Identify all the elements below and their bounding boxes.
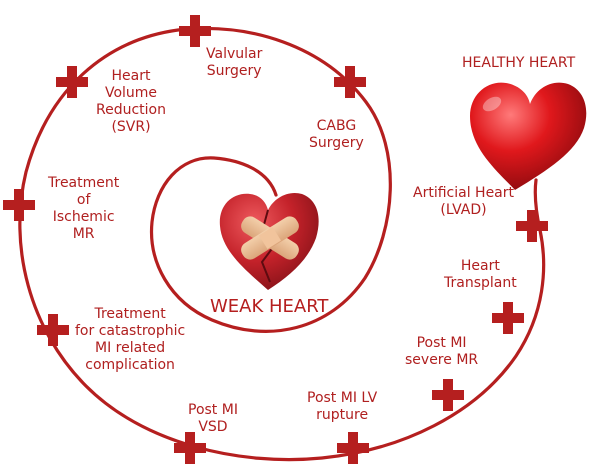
step-label-ischemic-mr: Treatment of Ischemic MR bbox=[48, 175, 119, 243]
label-line: (LVAD) bbox=[413, 202, 514, 219]
label-line: Transplant bbox=[444, 275, 517, 292]
label-line: Post MI LV bbox=[307, 390, 377, 407]
label-line: Surgery bbox=[309, 135, 364, 152]
healthy-heart-icon bbox=[470, 83, 586, 190]
step-label-severe-mr: Post MI severe MR bbox=[405, 335, 478, 369]
cross-icon bbox=[56, 66, 88, 98]
cross-icon bbox=[174, 432, 206, 464]
label-line: Treatment bbox=[48, 175, 119, 192]
label-line: Post MI bbox=[188, 402, 238, 419]
cross-icon bbox=[334, 66, 366, 98]
cross-icon bbox=[179, 15, 211, 47]
step-label-cabg: CABG Surgery bbox=[309, 118, 364, 152]
weak-heart-label: WEAK HEART bbox=[210, 296, 328, 317]
step-label-heart-transplant: Heart Transplant bbox=[444, 258, 517, 292]
step-label-post-mi-vsd: Post MI VSD bbox=[188, 402, 238, 436]
label-line: (SVR) bbox=[96, 119, 166, 136]
step-label-svr: Heart Volume Reduction (SVR) bbox=[96, 68, 166, 136]
step-label-lvad: Artificial Heart (LVAD) bbox=[413, 185, 514, 219]
step-label-catastrophic-mi: Treatment for catastrophic MI related co… bbox=[75, 306, 185, 374]
step-label-valvular-surgery: Valvular Surgery bbox=[206, 46, 262, 80]
label-line: CABG bbox=[309, 118, 364, 135]
cross-icon bbox=[3, 189, 35, 221]
healthy-heart-label: HEALTHY HEART bbox=[462, 55, 575, 71]
cross-icon bbox=[492, 302, 524, 334]
label-line: Heart bbox=[96, 68, 166, 85]
cross-icon bbox=[337, 432, 369, 464]
label-line: Post MI bbox=[405, 335, 478, 352]
label-line: Volume bbox=[96, 85, 166, 102]
label-line: Valvular bbox=[206, 46, 262, 63]
label-line: Surgery bbox=[206, 63, 262, 80]
label-line: for catastrophic bbox=[75, 323, 185, 340]
cross-icon bbox=[432, 379, 464, 411]
step-label-lv-rupture: Post MI LV rupture bbox=[307, 390, 377, 424]
label-line: complication bbox=[75, 357, 185, 374]
label-line: Reduction bbox=[96, 102, 166, 119]
cross-icon bbox=[37, 314, 69, 346]
label-line: VSD bbox=[188, 419, 238, 436]
label-line: severe MR bbox=[405, 352, 478, 369]
label-line: Ischemic bbox=[48, 209, 119, 226]
label-line: rupture bbox=[307, 407, 377, 424]
label-line: MI related bbox=[75, 340, 185, 357]
cross-icon bbox=[516, 210, 548, 242]
label-line: Artificial Heart bbox=[413, 185, 514, 202]
label-line: of bbox=[48, 192, 119, 209]
label-line: MR bbox=[48, 226, 119, 243]
label-line: Treatment bbox=[75, 306, 185, 323]
label-line: Heart bbox=[444, 258, 517, 275]
